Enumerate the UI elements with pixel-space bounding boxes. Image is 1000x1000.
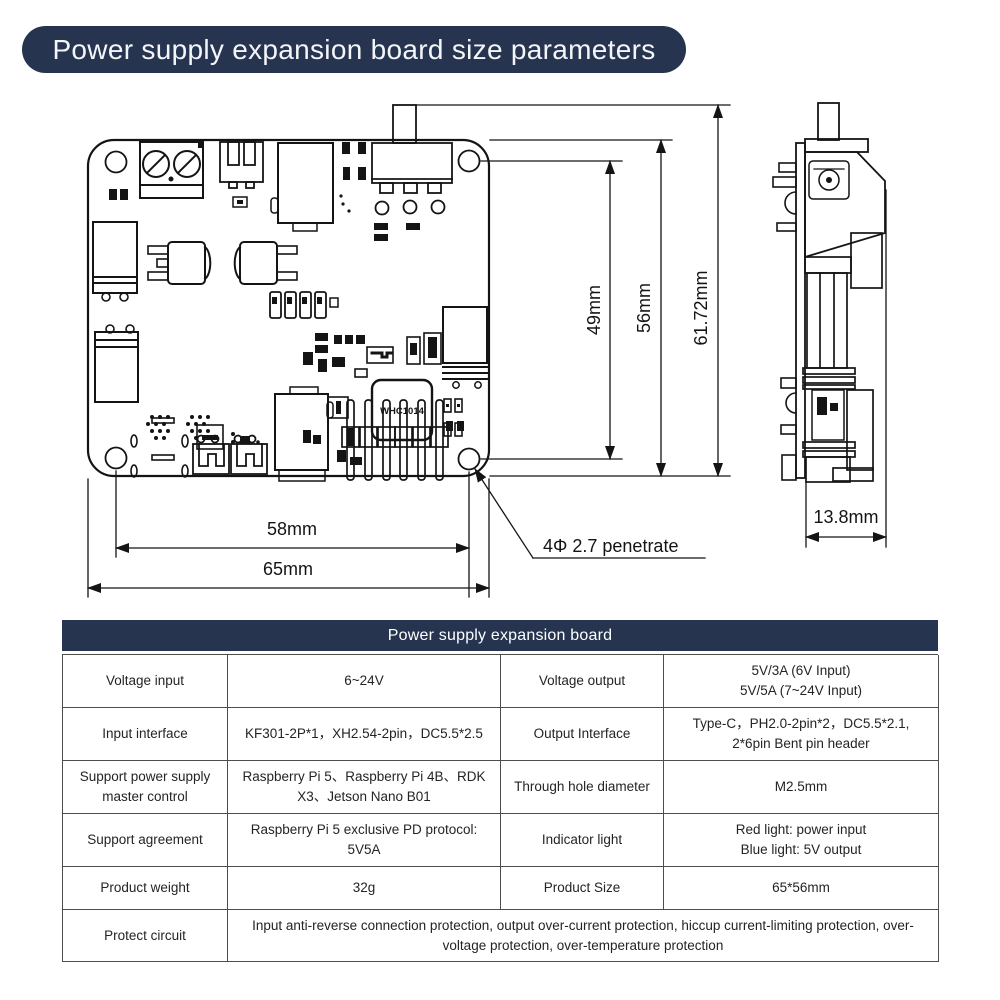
hole-note-text: 4Φ 2.7 penetrate — [543, 536, 678, 556]
value-voltage-output: 5V/3A (6V Input) 5V/5A (7~24V Input) — [664, 655, 939, 708]
value-support-agreement: Raspberry Pi 5 exclusive PD protocol: 5V… — [228, 814, 501, 867]
dimension-labels: 49mm 56mm 61.72mm 58mm 65mm 13.8mm 4Φ 2.… — [263, 270, 879, 579]
dimension-lines — [87, 104, 887, 598]
sot-row — [269, 291, 339, 319]
dim-65mm: 65mm — [263, 559, 313, 579]
value-through-hole: M2.5mm — [664, 761, 939, 814]
label-master-control: Support power supply master control — [63, 761, 228, 814]
side-left-pins — [772, 162, 797, 481]
value-protect-circuit: Input anti-reverse connection protection… — [228, 910, 939, 962]
board-outline — [86, 138, 491, 478]
xh254-connector — [219, 141, 264, 208]
pcb-top-view: WHC1014 — [86, 104, 491, 482]
oval-pads — [130, 434, 189, 478]
capacitor-2 — [94, 324, 139, 403]
label-voltage-output: Voltage output — [501, 655, 664, 708]
side-dc-jack — [804, 151, 886, 259]
label-protect-circuit: Protect circuit — [63, 910, 228, 962]
table-row: Voltage input 6~24V Voltage output 5V/3A… — [63, 655, 939, 708]
capacitor-1 — [92, 221, 138, 302]
dpak-transistor-2 — [233, 241, 298, 285]
dc-jack-input — [270, 142, 334, 232]
spec-table-grid: Voltage input 6~24V Voltage output 5V/3A… — [62, 654, 939, 962]
right-edge-connector — [442, 306, 488, 389]
spec-table: Power supply expansion board Voltage inp… — [62, 620, 939, 962]
smd-left-top — [109, 189, 128, 200]
table-row: Input interface KF301-2P*1，XH2.54-2pin，D… — [63, 708, 939, 761]
value-indicator-light: Red light: power input Blue light: 5V ou… — [664, 814, 939, 867]
label-input-interface: Input interface — [63, 708, 228, 761]
page-title-banner: Power supply expansion board size parame… — [22, 26, 686, 73]
label-product-weight: Product weight — [63, 867, 228, 910]
side-component-stack — [802, 232, 883, 483]
dimension-drawing: WHC1014 — [86, 102, 887, 598]
via-dot-grids — [146, 415, 210, 440]
value-input-interface: KF301-2P*1，XH2.54-2pin，DC5.5*2.5 — [228, 708, 501, 761]
switch-actuator — [392, 104, 417, 144]
hole-note-leader — [474, 468, 706, 559]
dpak-transistor-1 — [147, 241, 212, 285]
power-switch — [371, 104, 453, 194]
value-product-weight: 32g — [228, 867, 501, 910]
label-through-hole: Through hole diameter — [501, 761, 664, 814]
label-voltage-input: Voltage input — [63, 655, 228, 708]
label-indicator-light: Indicator light — [501, 814, 664, 867]
label-product-size: Product Size — [501, 867, 664, 910]
smd-components — [202, 333, 365, 465]
smd-bottom-right — [446, 421, 464, 431]
test-point-circles — [374, 199, 446, 216]
value-product-size: 65*56mm — [664, 867, 939, 910]
table-row: Support power supply master control Rasp… — [63, 761, 939, 814]
value-master-control: Raspberry Pi 5、Raspberry Pi 4B、RDK X3、Je… — [228, 761, 501, 814]
label-support-agreement: Support agreement — [63, 814, 228, 867]
table-row: Protect circuit Input anti-reverse conne… — [63, 910, 939, 962]
dim-61-72mm: 61.72mm — [691, 270, 711, 345]
noted-mounting-hole — [457, 447, 481, 471]
dim-58mm: 58mm — [267, 519, 317, 539]
dim-13-8mm: 13.8mm — [813, 507, 878, 527]
value-voltage-input: 6~24V — [228, 655, 501, 708]
dim-49mm: 49mm — [584, 285, 604, 335]
kf301-terminal — [139, 141, 204, 199]
pcb-side-view — [772, 102, 886, 483]
side-switch-actuator — [817, 102, 840, 141]
label-output-interface: Output Interface — [501, 708, 664, 761]
small-outline-parts — [151, 332, 442, 461]
mounting-holes — [104, 149, 481, 471]
table-row: Support agreement Raspberry Pi 5 exclusi… — [63, 814, 939, 867]
side-board-edge — [795, 142, 806, 479]
value-output-interface: Type-C，PH2.0-2pin*2，DC5.5*2.1, 2*6pin Be… — [664, 708, 939, 761]
spec-table-title: Power supply expansion board — [387, 626, 613, 644]
table-row: Product weight 32g Product Size 65*56mm — [63, 867, 939, 910]
smd-below-vias — [374, 223, 420, 241]
bent-pin-header — [341, 399, 449, 481]
dc-jack-output — [274, 386, 334, 482]
dim-56mm: 56mm — [634, 283, 654, 333]
ph20-connectors — [192, 434, 268, 475]
chip-label: WHC1014 — [380, 406, 425, 417]
smd-near-switch — [339, 142, 366, 213]
page-title: Power supply expansion board size parame… — [52, 33, 656, 65]
spec-table-header: Power supply expansion board — [62, 620, 938, 651]
